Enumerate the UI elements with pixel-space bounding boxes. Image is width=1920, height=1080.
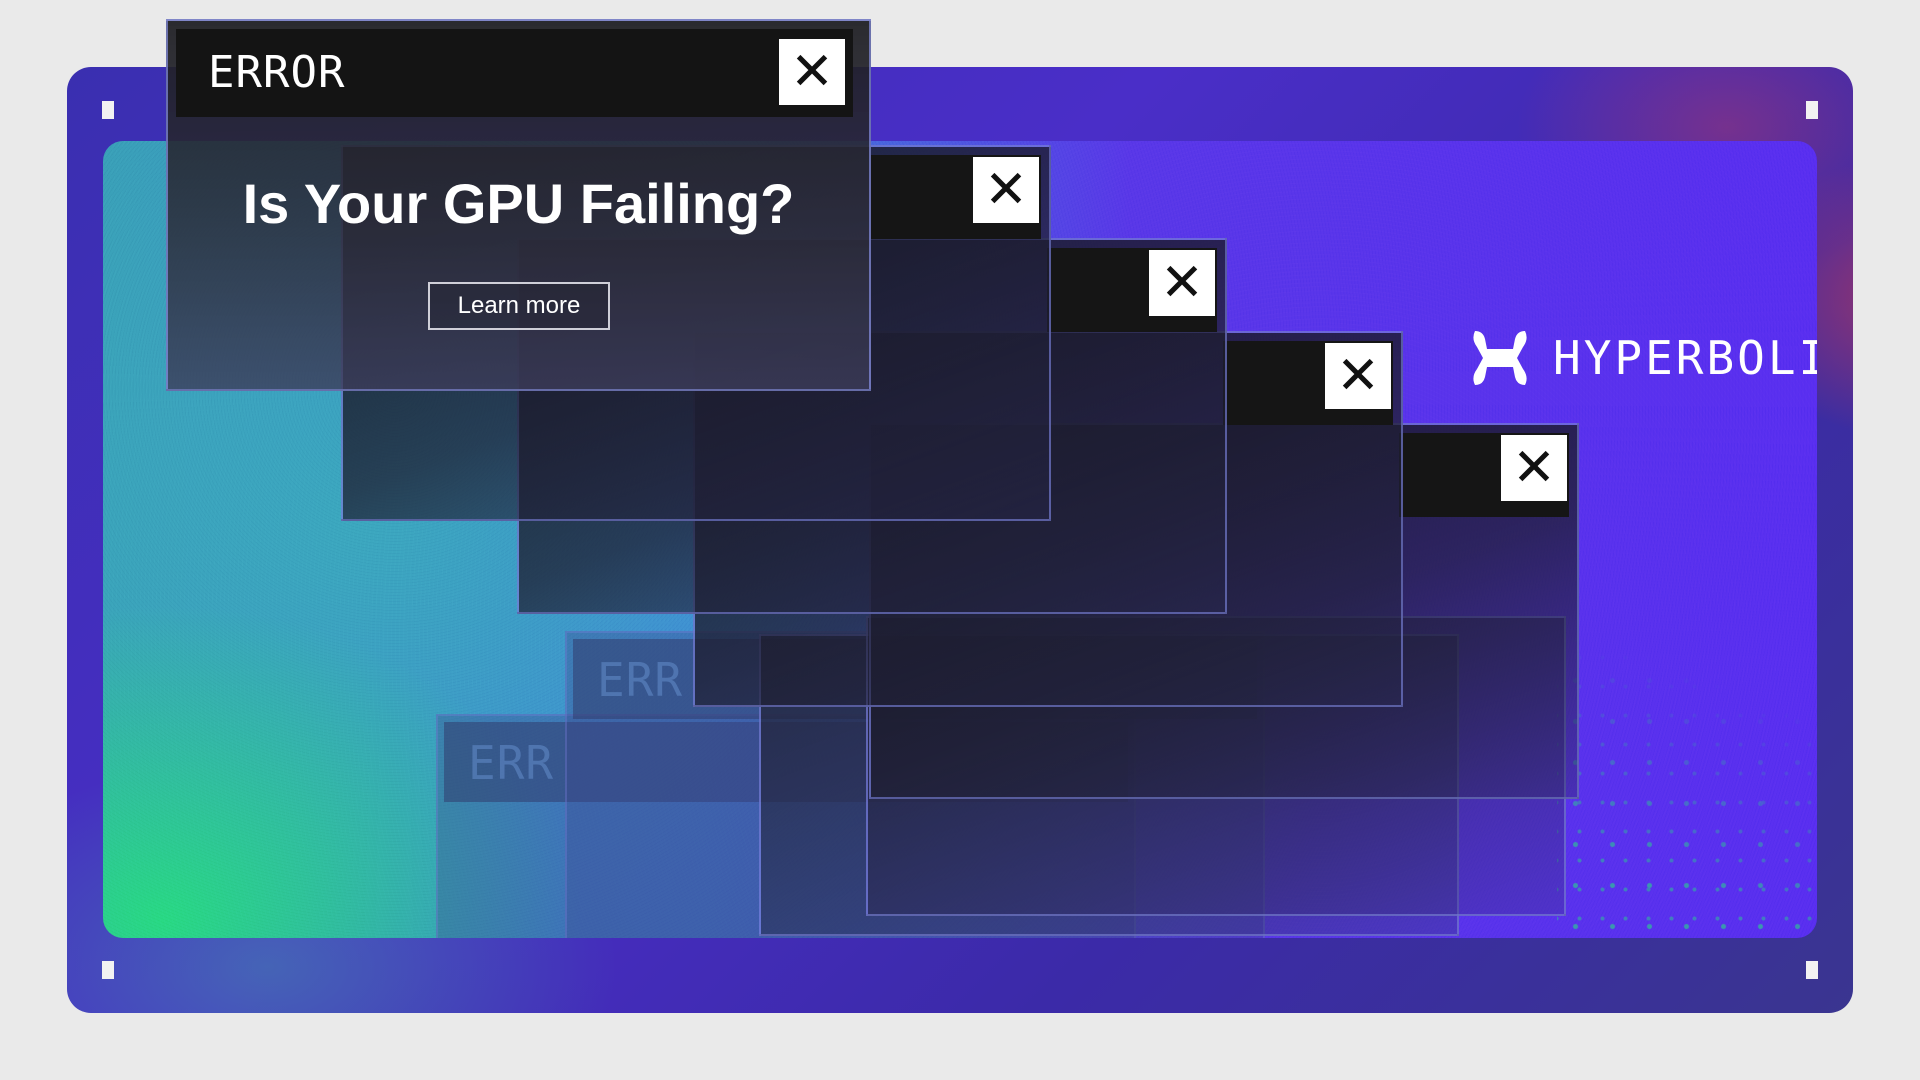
headline: Is Your GPU Failing?	[242, 172, 795, 235]
main-error-window: ERROR ✕ Is Your GPU Failing? Learn more	[166, 19, 871, 391]
window-title: ERROR	[208, 47, 346, 98]
close-icon[interactable]: ✕	[973, 157, 1039, 223]
close-icon[interactable]: ✕	[1501, 435, 1567, 501]
ghost-error-label: ERR	[468, 736, 555, 790]
green-speckles	[1557, 578, 1817, 938]
close-icon[interactable]: ✕	[1325, 343, 1391, 409]
frame-corner-marker	[102, 101, 114, 119]
brand-logo: HYPERBOLIC	[1469, 327, 1817, 389]
window-title-bar: ERROR ✕	[176, 29, 853, 117]
ghost-error-label: ERR	[597, 653, 684, 707]
learn-more-button[interactable]: Learn more	[428, 282, 610, 330]
frame-corner-marker	[1806, 961, 1818, 979]
frame-corner-marker	[102, 961, 114, 979]
close-icon[interactable]: ✕	[1149, 250, 1215, 316]
frame-corner-marker	[1806, 101, 1818, 119]
close-icon[interactable]: ✕	[779, 39, 845, 105]
brand-name: HYPERBOLIC	[1553, 331, 1817, 385]
hyperbolic-logo-icon	[1473, 331, 1527, 385]
